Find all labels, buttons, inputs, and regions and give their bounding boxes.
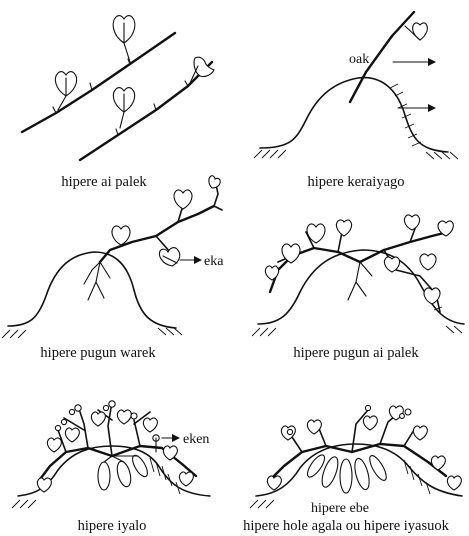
leaf-icon <box>447 476 461 490</box>
leaf-icon <box>267 476 281 490</box>
panel-harvest: hipere ebe hipere hole agala ou hipere i… <box>243 405 462 534</box>
leaf-icon <box>117 410 131 424</box>
panel-vine-cuttings: hipere ai palek <box>22 16 214 190</box>
leaf-icon <box>179 472 193 486</box>
leaf-icon <box>174 190 192 209</box>
tuber-icon <box>304 452 389 493</box>
leaf-icon <box>113 88 134 128</box>
leaf-icon <box>265 266 278 280</box>
panel-flowering: eken hipere iyalo <box>12 401 210 534</box>
leaf-icon <box>282 244 300 263</box>
leaf-icon <box>336 220 351 236</box>
caption: hipere ai palek <box>61 174 147 190</box>
leaf-icon <box>431 456 445 470</box>
caption: hipere hole agala ou hipere iyasuok <box>243 518 449 534</box>
caption: hipere pugun ai palek <box>293 345 419 361</box>
eka-label: eka <box>204 254 224 269</box>
eken-label: eken <box>183 432 209 447</box>
mound-icon <box>260 78 448 152</box>
oak-label: oak <box>349 52 369 67</box>
leaf-icon <box>55 72 76 110</box>
leaf-icon <box>209 176 220 188</box>
arrow-icon <box>162 434 180 442</box>
arrow-icon <box>393 58 436 66</box>
caption: hipere pugun warek <box>40 345 156 361</box>
caption: hipere iyalo <box>78 518 147 534</box>
panel-planting: oak hipere keraiyago <box>254 12 458 190</box>
leaf-icon <box>307 420 321 434</box>
leaf-icon <box>405 23 427 40</box>
leaf-icon <box>143 418 157 432</box>
leaf-icon <box>91 412 105 426</box>
leaf-icon <box>420 254 436 270</box>
root-icon <box>84 262 110 300</box>
ebe-label: hipere ebe <box>311 501 369 516</box>
vine-stem <box>80 62 212 160</box>
leaf-icon <box>363 416 377 430</box>
panel-sprouting: eka hipere pugun warek <box>2 176 224 361</box>
panel-vine-spreading: hipere pugun ai palek <box>252 215 464 361</box>
leaf-icon <box>404 215 419 230</box>
leaf-icon <box>112 226 130 245</box>
leaf-icon <box>113 16 135 62</box>
vine-stem <box>22 33 175 132</box>
caption: hipere keraiyago <box>307 174 404 190</box>
leaf-icon <box>65 428 79 442</box>
leaf-icon <box>160 248 180 266</box>
arrow-icon <box>180 256 202 264</box>
leaf-icon <box>413 426 427 440</box>
root-icon <box>348 262 372 300</box>
leaf-icon <box>47 438 61 452</box>
tuber-icon <box>98 453 150 490</box>
